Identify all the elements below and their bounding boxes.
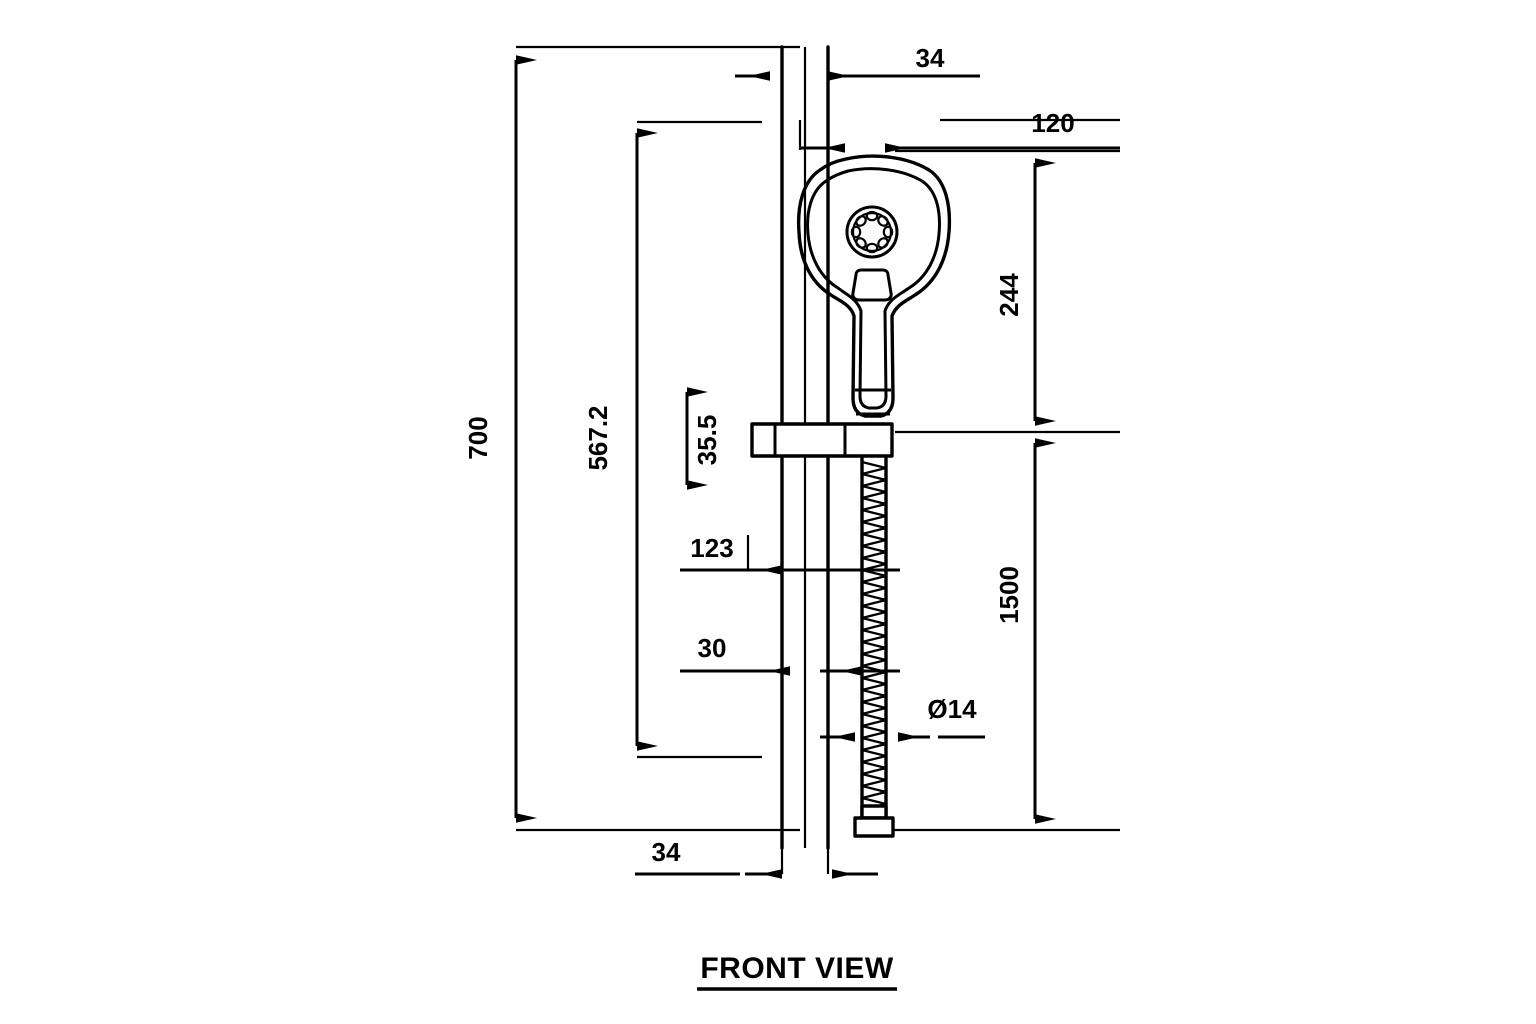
dimension-label-567-2: 567.2 xyxy=(583,405,613,470)
dimension-hose-diameter: Ø14 xyxy=(820,694,985,742)
dimension-hose-length: 1500 xyxy=(994,438,1056,824)
dimension-label-diameter-14: Ø14 xyxy=(927,694,977,724)
dimension-label-34-bottom: 34 xyxy=(652,837,681,867)
dimension-label-700: 700 xyxy=(463,416,493,459)
hose-corrugation-pattern xyxy=(861,460,887,812)
dimension-label-123: 123 xyxy=(690,533,733,563)
page-title: FRONT VIEW xyxy=(700,952,894,985)
dimension-label-34-top: 34 xyxy=(916,43,945,73)
hose-end-fitting xyxy=(853,804,895,838)
dimension-bracket-projection: 123 xyxy=(680,533,900,575)
dimension-head-projection: 120 xyxy=(800,108,1120,153)
dimension-rail-offset: 30 xyxy=(680,633,900,676)
sliding-bracket xyxy=(750,422,894,458)
view-title-group: FRONT VIEW xyxy=(697,952,897,991)
dimension-bottom-wall: 34 xyxy=(635,837,878,879)
dimension-label-120: 120 xyxy=(1031,108,1074,138)
flexible-hose xyxy=(853,454,895,838)
spray-face-icon xyxy=(845,205,899,259)
dimension-top-wall: 34 xyxy=(735,43,980,81)
dimension-bracket-height: 35.5 xyxy=(685,387,722,490)
dimension-rail-span: 567.2 xyxy=(583,128,658,751)
dimension-label-244: 244 xyxy=(994,273,1024,317)
dimension-label-1500: 1500 xyxy=(994,566,1024,624)
hand-shower-head xyxy=(796,154,952,418)
dimension-overall-height: 700 xyxy=(463,55,537,823)
dimension-label-35-5: 35.5 xyxy=(692,415,722,466)
dimension-label-30: 30 xyxy=(698,633,727,663)
extension-lines xyxy=(516,45,1120,832)
dimension-head-height: 244 xyxy=(994,158,1056,426)
